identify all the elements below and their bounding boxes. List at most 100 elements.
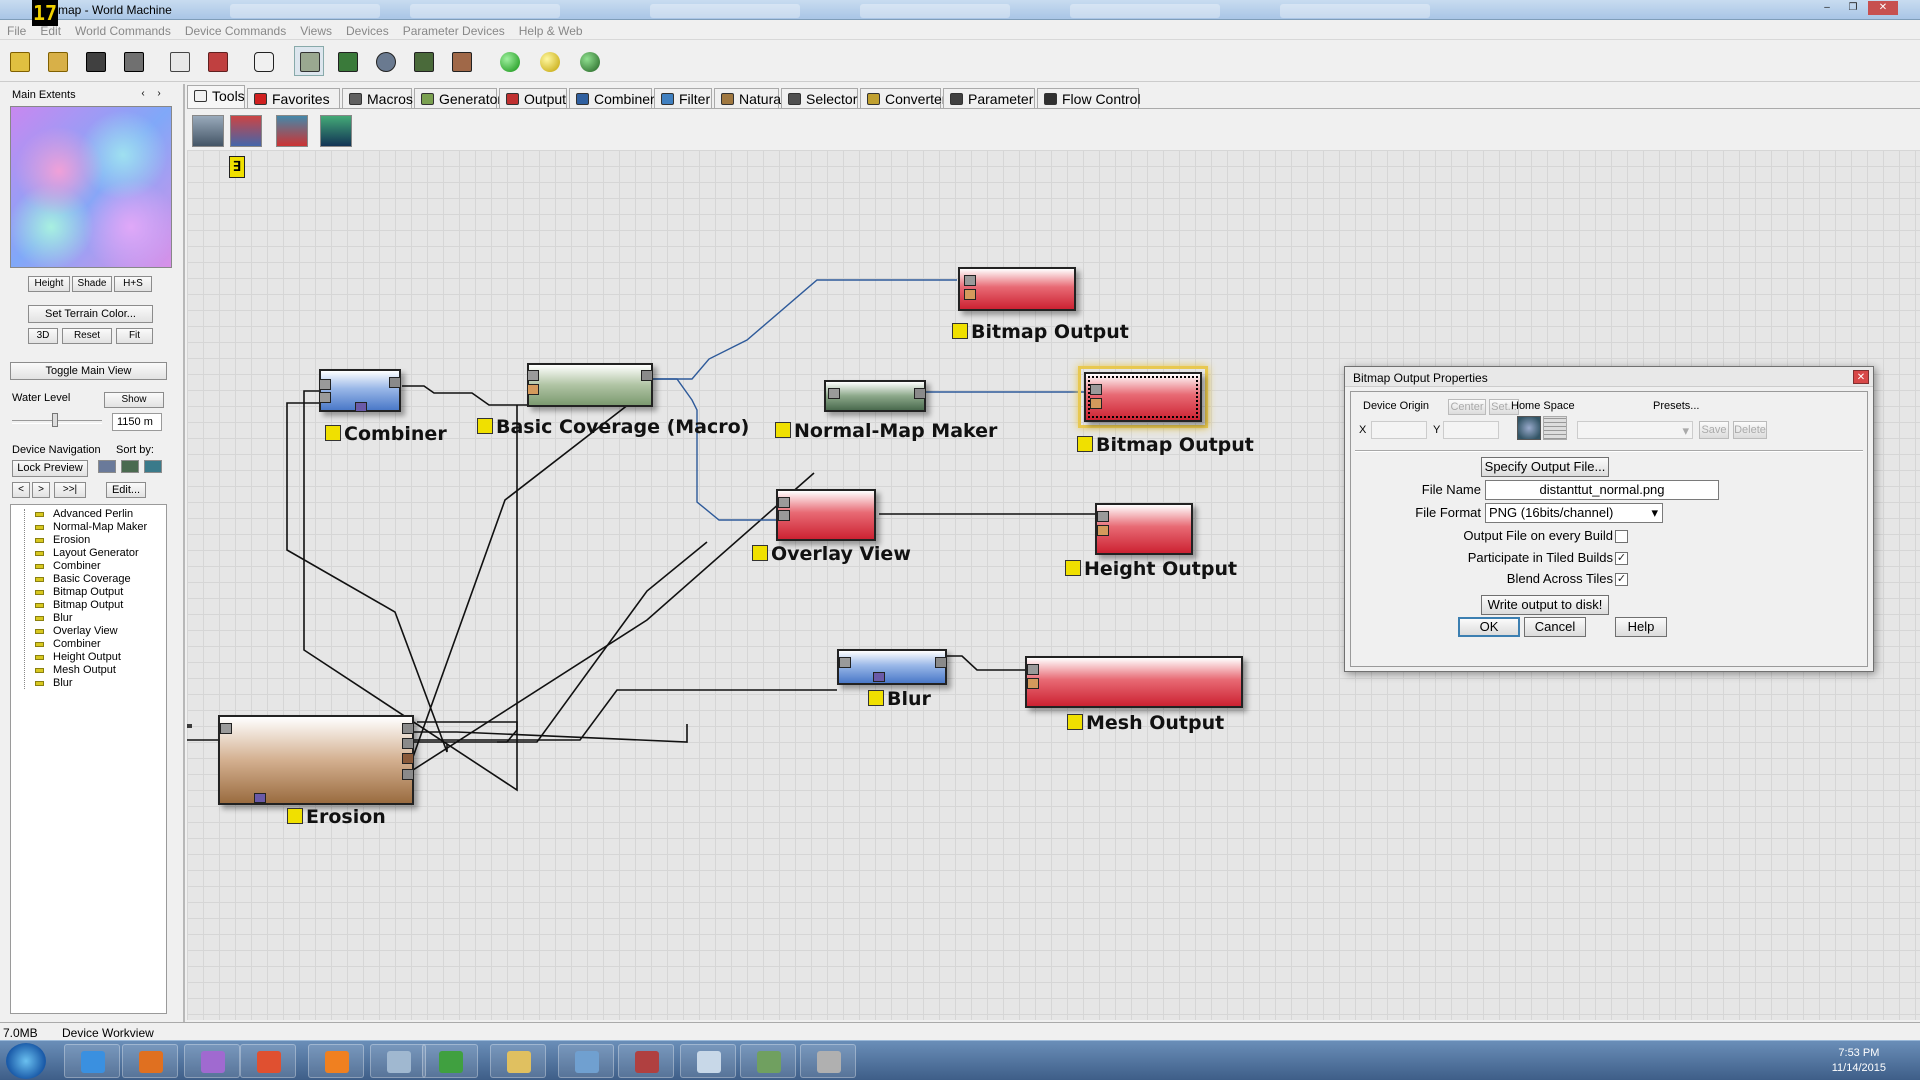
wire[interactable]	[497, 541, 708, 743]
build-button[interactable]	[494, 46, 524, 76]
device-label[interactable]: Bitmap Output	[952, 321, 1129, 343]
3d-view-button[interactable]	[370, 46, 400, 76]
extents-next-button[interactable]: ›	[157, 88, 161, 99]
taskbar-app-button[interactable]	[422, 1044, 478, 1078]
input-port[interactable]	[828, 388, 840, 399]
height-output-device[interactable]	[1095, 503, 1193, 555]
basic-coverage-macro-device[interactable]	[527, 363, 653, 407]
layout-view-button[interactable]	[332, 46, 362, 76]
origin-x-field[interactable]	[1371, 421, 1427, 439]
start-button[interactable]	[6, 1043, 46, 1079]
cancel-button[interactable]: Cancel	[1524, 617, 1586, 637]
tab-parameter[interactable]: Parameter	[943, 88, 1035, 108]
save-as-button[interactable]	[118, 46, 148, 76]
output-port[interactable]	[389, 377, 401, 388]
build-preview-button[interactable]	[534, 46, 564, 76]
tab-filter[interactable]: Filter	[654, 88, 712, 108]
device-lock-icon[interactable]	[952, 323, 968, 339]
bitmap-output-device-selected[interactable]	[1084, 372, 1202, 422]
taskbar-app-button[interactable]	[370, 1044, 426, 1078]
minimize-button[interactable]: –	[1824, 2, 1830, 13]
center-button[interactable]: Center	[1448, 399, 1486, 415]
input-port[interactable]	[964, 289, 976, 300]
menu-world-commands[interactable]: World Commands	[75, 24, 171, 38]
shade-button[interactable]: Shade	[72, 276, 112, 292]
menu-edit[interactable]: Edit	[40, 24, 62, 38]
tab-converter[interactable]: Converter	[860, 88, 946, 108]
output-port[interactable]	[914, 388, 926, 399]
input-port[interactable]	[964, 275, 976, 286]
taskbar-app-button[interactable]	[558, 1044, 614, 1078]
water-show-button[interactable]: Show	[104, 392, 164, 408]
overlay-view-device[interactable]	[776, 489, 876, 541]
tab-natural[interactable]: Natural	[714, 88, 784, 108]
erosion-device[interactable]	[218, 715, 414, 805]
device-view-button[interactable]	[294, 46, 324, 76]
wire[interactable]	[412, 472, 815, 771]
3d-button[interactable]: 3D	[28, 328, 58, 344]
input-port[interactable]	[1027, 678, 1039, 689]
taskbar-app-button[interactable]	[740, 1044, 796, 1078]
home-space-grid-icon[interactable]	[1543, 416, 1567, 440]
output-port[interactable]	[402, 738, 414, 749]
output-every-build-checkbox[interactable]	[1615, 530, 1628, 543]
input-port[interactable]	[319, 379, 331, 390]
height-button[interactable]: Height	[28, 276, 70, 292]
menu-devices[interactable]: Devices	[346, 24, 389, 38]
taskbar-app-button[interactable]	[240, 1044, 296, 1078]
save-button[interactable]	[80, 46, 110, 76]
help-button[interactable]: Help	[1615, 617, 1667, 637]
taskbar-app-button[interactable]	[490, 1044, 546, 1078]
device-label[interactable]: Basic Coverage (Macro)	[477, 416, 749, 438]
group-marker[interactable]: ∃	[229, 156, 245, 178]
device-lock-icon[interactable]	[325, 425, 341, 441]
wire[interactable]	[402, 385, 527, 406]
history-back-button[interactable]: <	[12, 482, 30, 498]
taskbar-app-button[interactable]	[618, 1044, 674, 1078]
toggle-main-view-button[interactable]: Toggle Main View	[10, 362, 167, 380]
sort-type-icon[interactable]	[121, 460, 139, 473]
reset-button[interactable]: Reset	[62, 328, 112, 344]
wire[interactable]	[413, 689, 837, 741]
taskbar-app-button[interactable]	[122, 1044, 178, 1078]
input-port[interactable]	[402, 753, 414, 764]
tab-tools[interactable]: Tools	[187, 85, 245, 108]
palette-device-icon[interactable]	[192, 115, 224, 147]
parameter-port[interactable]	[254, 793, 266, 803]
wire[interactable]	[412, 393, 643, 758]
build-globe-button[interactable]	[574, 46, 604, 76]
device-label[interactable]: Mesh Output	[1067, 712, 1224, 734]
device-label[interactable]: Erosion	[287, 806, 386, 828]
input-port[interactable]	[1097, 525, 1109, 536]
taskbar-app-button[interactable]	[680, 1044, 736, 1078]
presets-dropdown[interactable]: ▾	[1577, 421, 1693, 439]
menu-file[interactable]: File	[7, 24, 27, 38]
tab-selector[interactable]: Selector	[781, 88, 858, 108]
device-lock-icon[interactable]	[775, 422, 791, 438]
blur-device[interactable]	[837, 649, 947, 685]
input-port[interactable]	[1090, 384, 1102, 395]
parameter-port[interactable]	[355, 402, 367, 412]
set-terrain-color-button[interactable]: Set Terrain Color...	[28, 305, 153, 323]
dialog-close-button[interactable]: ✕	[1853, 370, 1869, 384]
device-lock-icon[interactable]	[752, 545, 768, 561]
device-lock-icon[interactable]	[1065, 560, 1081, 576]
history-end-button[interactable]: >>|	[54, 482, 86, 498]
random-seed-button[interactable]	[248, 46, 278, 76]
water-level-value[interactable]: 1150 m	[112, 413, 162, 431]
wire[interactable]	[286, 402, 448, 753]
device-label[interactable]: Normal-Map Maker	[775, 420, 997, 442]
lock-preview-button[interactable]: Lock Preview	[12, 460, 88, 477]
system-clock[interactable]: 7:53 PM 11/14/2015	[1832, 1046, 1886, 1076]
height-shade-button[interactable]: H+S	[114, 276, 152, 292]
tiled-builds-checkbox[interactable]: ✓	[1615, 552, 1628, 565]
input-port[interactable]	[778, 510, 790, 521]
mesh-output-device[interactable]	[1025, 656, 1243, 708]
input-port[interactable]	[319, 392, 331, 403]
device-lock-icon[interactable]	[287, 808, 303, 824]
taskbar-app-button[interactable]	[800, 1044, 856, 1078]
water-level-slider-thumb[interactable]	[52, 413, 58, 427]
tab-output[interactable]: Output	[499, 88, 567, 108]
device-lock-icon[interactable]	[1067, 714, 1083, 730]
output-port[interactable]	[402, 723, 414, 734]
